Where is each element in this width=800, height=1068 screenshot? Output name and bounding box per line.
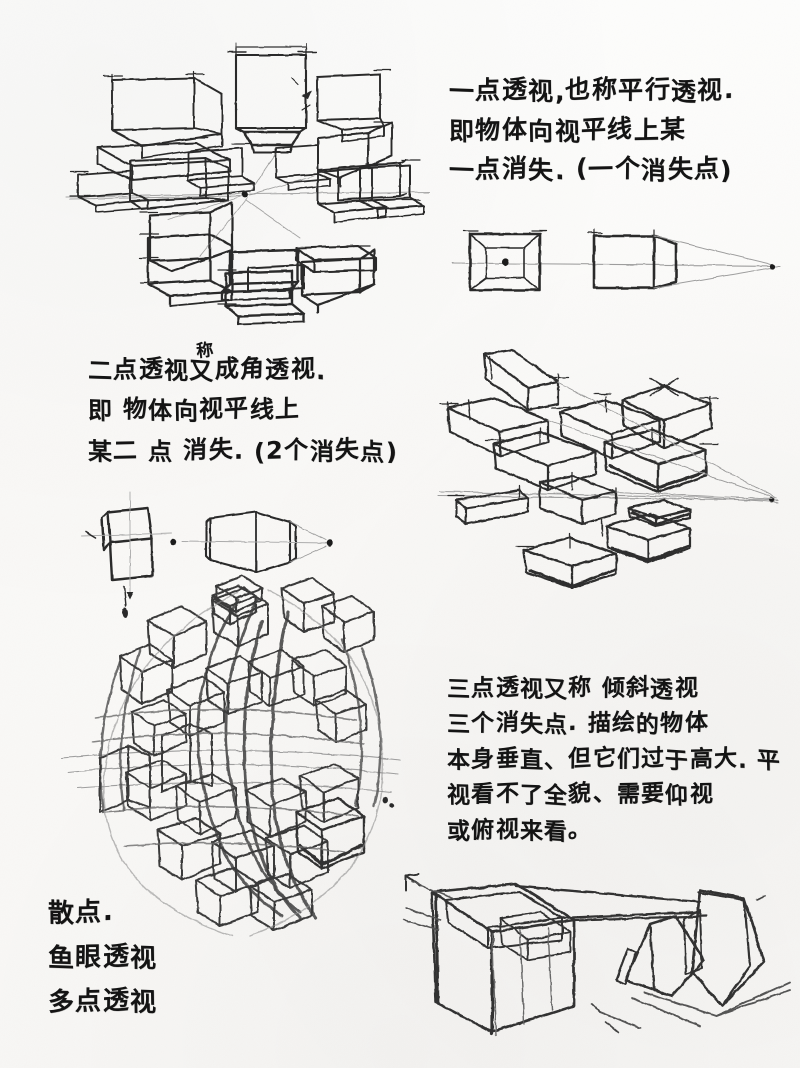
note-three-point-line-4: 视看不了全貌、需要仰视 <box>446 779 715 811</box>
note-one-point-line-2: 即物体向视平线上某 <box>448 112 687 147</box>
note-two-point-line-3: 某二 点 消失. (2个消失点) <box>87 434 399 468</box>
note-three-point-line-5: 或俯视来看。 <box>446 816 593 846</box>
note-two-point-line-1: 二点透视又成角透视. <box>87 353 327 387</box>
sketch-one-point-box-field <box>65 42 431 326</box>
note-misc-line-3: 多点透视 <box>47 985 158 1019</box>
sketch-one-point-two-boxes <box>451 229 781 292</box>
note-three-point-line-3: 本身垂直、但它们过于高大. 平 <box>446 744 782 775</box>
insertion-correction-mark: 称 <box>195 340 216 362</box>
note-three-point-line-1: 三点透视又称 倾斜透视 <box>446 674 700 705</box>
note-misc-line-2: 鱼眼透视 <box>47 940 158 974</box>
note-one-point-line-3: 一点消失. (一个消失点) <box>448 152 734 187</box>
sketch-fisheye-sphere <box>61 574 401 937</box>
note-multi-point-perspective: 散点. 鱼眼透视 多点透视 <box>47 896 158 1034</box>
note-three-point-line-2: 三个消失点. 描绘的物体 <box>446 709 710 740</box>
note-one-point-line-1: 一点透视,也称平行透视. <box>448 73 735 108</box>
note-three-point-perspective: 三点透视又称 倾斜透视 三个消失点. 描绘的物体 本身垂直、但它们过于高大. 平… <box>446 674 782 855</box>
note-misc-line-1: 散点. <box>47 896 115 930</box>
note-two-point-line-2: 即 物体向视平线上 <box>87 393 301 427</box>
note-two-point-perspective: 二点透视又成角透视. 即 物体向视平线上 某二 点 消失. (2个消失点) <box>87 353 399 479</box>
sketch-two-point-box-cluster <box>437 348 779 590</box>
sketch-three-point-buildings <box>403 873 791 1037</box>
note-one-point-perspective: 一点透视,也称平行透视. 即物体向视平线上某 一点消失. (一个消失点) <box>448 73 735 197</box>
